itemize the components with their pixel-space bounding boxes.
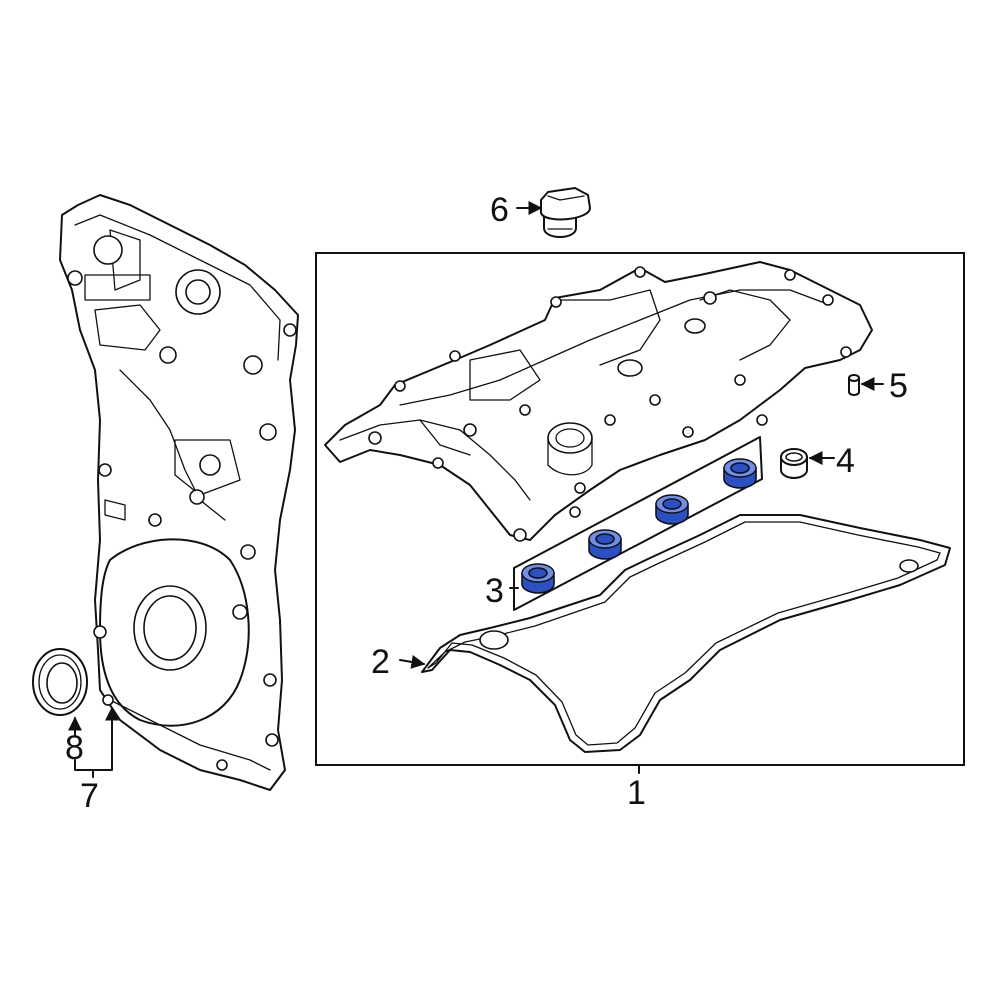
callout-8: 8 bbox=[65, 729, 84, 767]
valve-cover bbox=[324, 261, 873, 542]
spark-plug-tube-seals bbox=[513, 436, 763, 611]
dowel-pin bbox=[848, 374, 860, 396]
oil-filler-cap bbox=[540, 187, 591, 238]
valve-cover-gasket bbox=[421, 514, 951, 753]
callout-5: 5 bbox=[889, 367, 908, 405]
callout-6: 6 bbox=[490, 191, 509, 229]
crankshaft-seal bbox=[32, 648, 88, 716]
timing-cover bbox=[59, 194, 299, 791]
leader-lines bbox=[68, 201, 884, 778]
callout-4: 4 bbox=[836, 442, 855, 480]
callout-3: 3 bbox=[485, 572, 504, 610]
tube-seal-2 bbox=[588, 529, 622, 560]
callout-7: 7 bbox=[80, 777, 99, 815]
callout-2: 2 bbox=[371, 643, 390, 681]
callout-labels: 1 2 3 4 5 6 7 8 bbox=[65, 191, 908, 815]
callout-1: 1 bbox=[627, 774, 646, 812]
tube-seal-3 bbox=[655, 494, 689, 525]
tube-seal-4 bbox=[723, 458, 757, 489]
grommet bbox=[780, 448, 808, 479]
tube-seal-1 bbox=[521, 563, 555, 594]
